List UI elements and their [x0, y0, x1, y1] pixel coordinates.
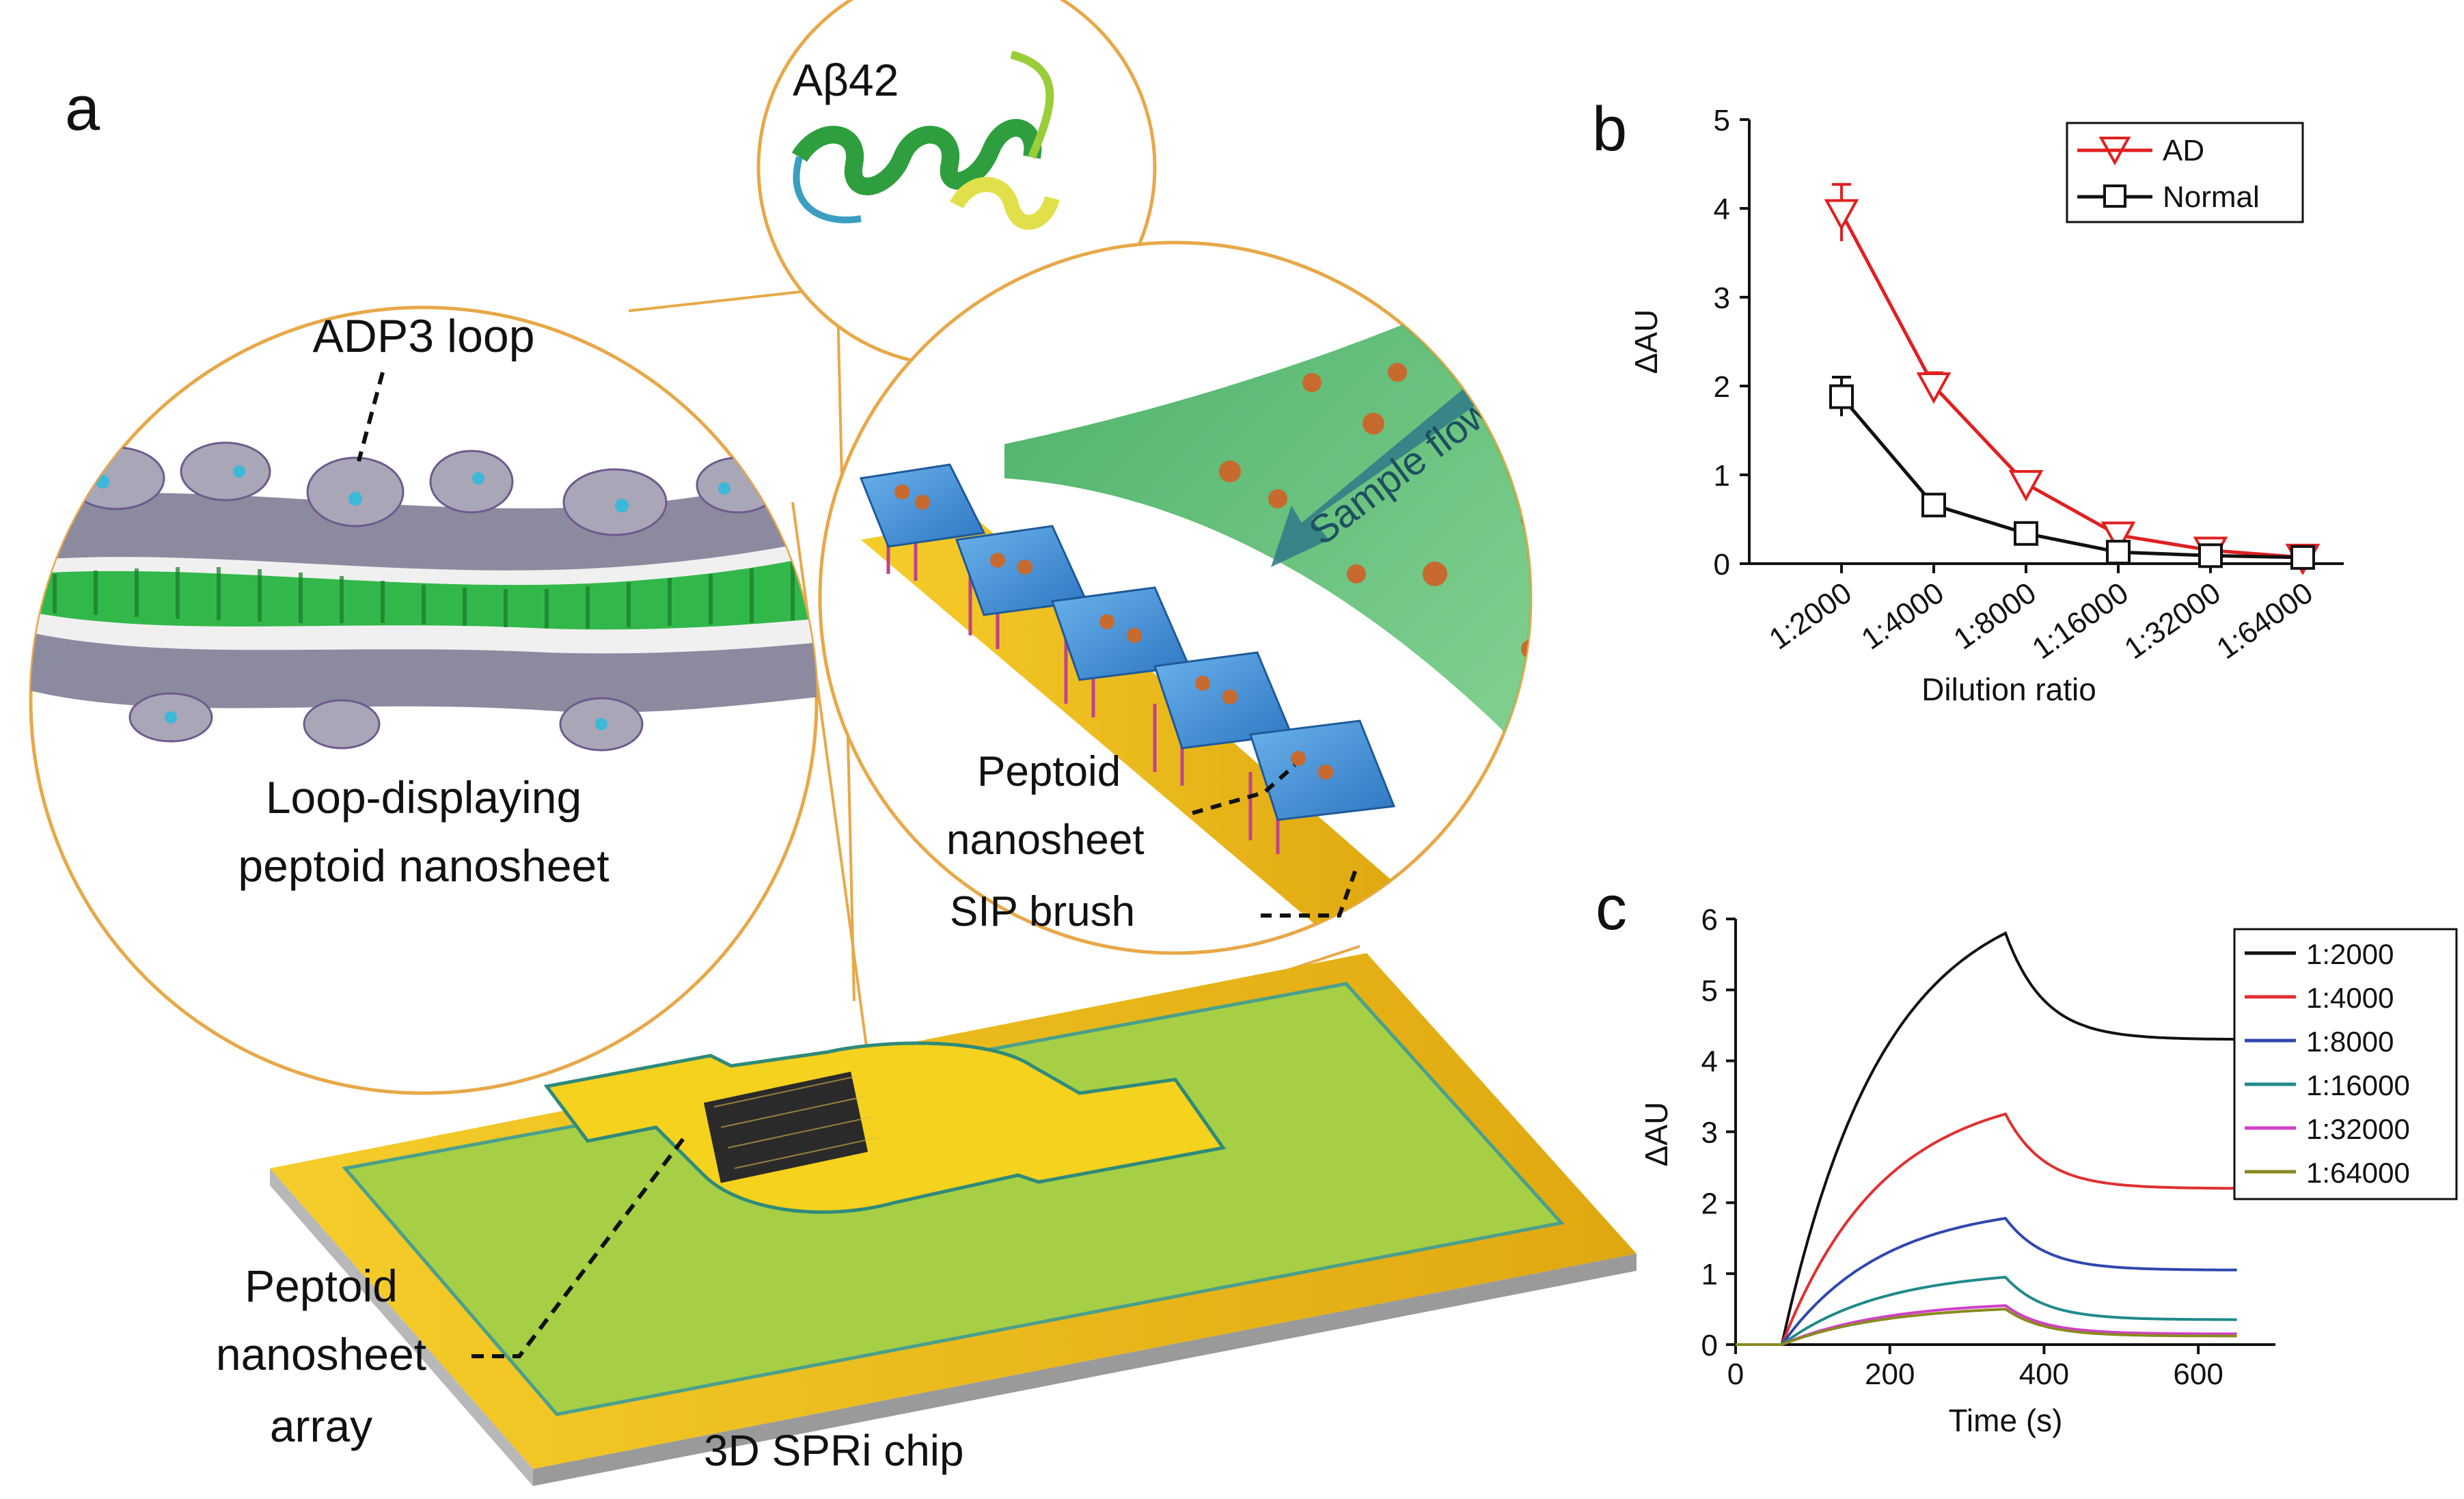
chart-b-series-0-point [2100, 521, 2136, 553]
chart-b-series-0-line [1839, 212, 2303, 560]
chart-b-series-1-point [2014, 521, 2038, 546]
chart-c-y-tick-label: 3 [1701, 1116, 1718, 1150]
chart-c-legend: 1:2000 1:4000 1:8000 1:16000 1:32000 1:64000 [2233, 928, 2458, 1200]
array-label-line3: array [270, 1401, 372, 1451]
array-pointer [471, 1133, 689, 1358]
chart-c-y-tick-label: 1 [1701, 1258, 1718, 1291]
chart-c-legend-label-1: 1:4000 [2306, 982, 2394, 1014]
nanosheet-callout-circle: ADP3 loop Loop-displaying peptoid nanosh… [29, 305, 819, 1095]
chart-b-x-tick-label: 1:32000 [2118, 576, 2226, 665]
nanosheet-label-line2: peptoid nanosheet [238, 840, 609, 891]
chart-b-y-tick-label: 5 [1714, 104, 1730, 137]
chart-b-series-0-point [2008, 470, 2044, 502]
legend-normal-label: Normal [2163, 180, 2260, 214]
peptoid-nanosheet-label-line2: nanosheet [946, 816, 1145, 864]
nanosheet-ribbon [31, 441, 817, 752]
array-label-line2: nanosheet [216, 1329, 426, 1379]
adp3-loop-pointer [357, 372, 385, 462]
chart-b-x-tick-label: 1:4000 [1855, 576, 1949, 656]
chart-c-series-3-line [1736, 1276, 2237, 1346]
chart-b-series-1-point [2198, 543, 2223, 568]
chart-b-series-1-point [2290, 545, 2315, 570]
chart-c-y-tick-label: 6 [1701, 903, 1718, 937]
adp3-loop-label: ADP3 loop [312, 310, 534, 362]
chart-c-x-tick-label: 0 [1727, 1358, 1744, 1391]
chart-c-x-tick-label: 400 [2019, 1358, 2069, 1391]
panel-b-letter: b [1592, 94, 1627, 164]
chart-c-legend-label-2: 1:8000 [2306, 1026, 2394, 1058]
chart-b-y-tick-label: 2 [1714, 370, 1730, 404]
nanosheet-array-dots [703, 1071, 868, 1183]
chart-b-series-0-point [1824, 199, 1859, 231]
panel-b: b ΔAU Dilution ratio 0 1 2 3 4 5 1:20001:4000… [1592, 94, 2344, 707]
chart-b-x-tick-label: 1:8000 [1947, 576, 2042, 656]
chart-b-x-tick-label: 1:2000 [1763, 576, 1857, 656]
chart-b-x-tick-label: 1:16000 [2026, 576, 2134, 665]
peptoid-nanosheet-pointer [1192, 763, 1296, 815]
chart-c-series-2-line [1736, 1217, 2237, 1346]
abeta-label: Aβ42 [793, 55, 899, 105]
nanosheet-label-line1: Loop-displaying [266, 772, 581, 823]
chart-c-legend-label-0: 1:2000 [2306, 938, 2394, 970]
chart-c-y-label: ΔAU [1639, 1102, 1674, 1167]
legend-ad-marker-icon [2098, 137, 2131, 166]
chart-b-series-1-point [1921, 493, 1946, 518]
chart-b-series-1-point [1829, 384, 1854, 409]
chart-b-series-1-line [1840, 395, 2303, 560]
chart-c-y-tick-label: 0 [1701, 1329, 1718, 1362]
chart-b-y-tick-label: 3 [1714, 281, 1730, 315]
chip-label: 3D SPRi chip [704, 1426, 964, 1475]
panel-a-letter: a [65, 74, 100, 143]
sensor-callout-circle: Sample flow Peptoid nanosheet SIP brush [818, 240, 1533, 955]
chart-b-series-1-point [2106, 540, 2131, 565]
chart-c-legend-label-4: 1:32000 [2306, 1113, 2410, 1145]
chart-b-x-label: Dilution ratio [1921, 672, 2096, 707]
legend-normal-marker-icon [2103, 184, 2126, 208]
sip-brush-label: SIP brush [950, 888, 1135, 935]
chart-b-legend: AD Normal [2066, 122, 2304, 223]
chart-c-x-label: Time (s) [1949, 1403, 2063, 1438]
chart-b-y-label: ΔAU [1628, 310, 1664, 374]
panel-a: a [29, 0, 1637, 1486]
chart-c-legend-label-3: 1:16000 [2306, 1069, 2410, 1101]
legend-ad-label: AD [2163, 134, 2204, 167]
chart-b-x-tick-label: 1:64000 [2210, 576, 2318, 665]
spri-chip: 3D SPRi chip [270, 953, 1637, 1486]
array-label-line1: Peptoid [245, 1261, 398, 1311]
chart-c-series-1-line [1736, 1112, 2237, 1346]
panel-c: c ΔAU Time (s) 0 1 2 3 4 5 6 0 200 400 600 1:2000… [1596, 873, 2458, 1438]
chart-b-y-tick-label: 4 [1714, 193, 1730, 226]
chart-c-series-0-line [1736, 931, 2237, 1346]
chart-c-y-tick-label: 4 [1701, 1045, 1718, 1079]
chart-c-legend-label-5: 1:64000 [2306, 1157, 2410, 1189]
chart-b-y-tick-label: 0 [1714, 548, 1730, 581]
peptoid-nanosheet-label-line1: Peptoid [977, 748, 1121, 795]
chart-c-x-tick-label: 600 [2173, 1358, 2223, 1391]
chart-b-y-tick-label: 1 [1714, 459, 1730, 493]
chart-c-x-tick-label: 200 [1865, 1358, 1915, 1391]
chart-c-y-tick-label: 2 [1701, 1187, 1718, 1220]
abeta-helix-icon [791, 51, 1060, 230]
sip-brush-pointer [1261, 866, 1358, 918]
panel-c-letter: c [1596, 873, 1627, 943]
chart-c-y-tick-label: 5 [1701, 974, 1718, 1008]
chart-c-series-5-line [1736, 1308, 2237, 1346]
chart-b-series-0-point [1916, 372, 1952, 404]
